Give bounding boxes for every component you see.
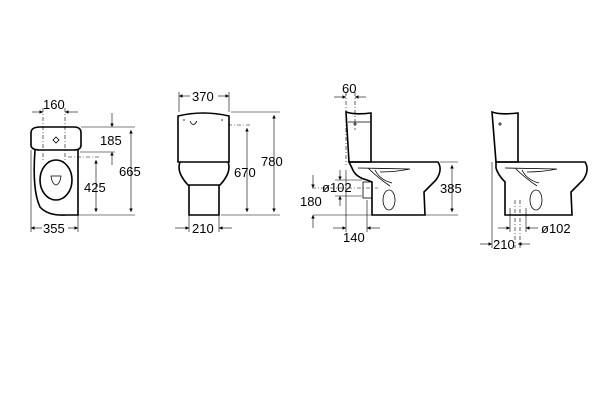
dimension-outlet-diameter: ø102: [322, 180, 352, 195]
profile-horizontal-outlet: 60 ø102 180 140 385: [300, 81, 462, 245]
side-view: 370 670 780 210: [175, 89, 283, 236]
dimension-370: 370: [192, 89, 214, 104]
dimension-670: 670: [234, 165, 256, 180]
dimension-185: 185: [100, 133, 122, 148]
dimension-425: 425: [84, 180, 106, 195]
dimension-vertical-outlet-diameter: ø102: [541, 221, 571, 236]
dimension-780: 780: [261, 154, 283, 169]
dimension-210: 210: [192, 221, 214, 236]
dimension-180: 180: [300, 194, 322, 209]
front-view: 160 185 425 665 355: [30, 97, 141, 236]
dimension-210-wall: 210: [493, 237, 515, 252]
dimension-665: 665: [119, 164, 141, 179]
profile-vertical-outlet: ø102 210: [480, 110, 588, 252]
dimension-385: 385: [440, 181, 462, 196]
dimension-355: 355: [43, 221, 65, 236]
dimension-60: 60: [342, 81, 356, 96]
dimension-160: 160: [43, 97, 65, 112]
dimension-140: 140: [343, 230, 365, 245]
